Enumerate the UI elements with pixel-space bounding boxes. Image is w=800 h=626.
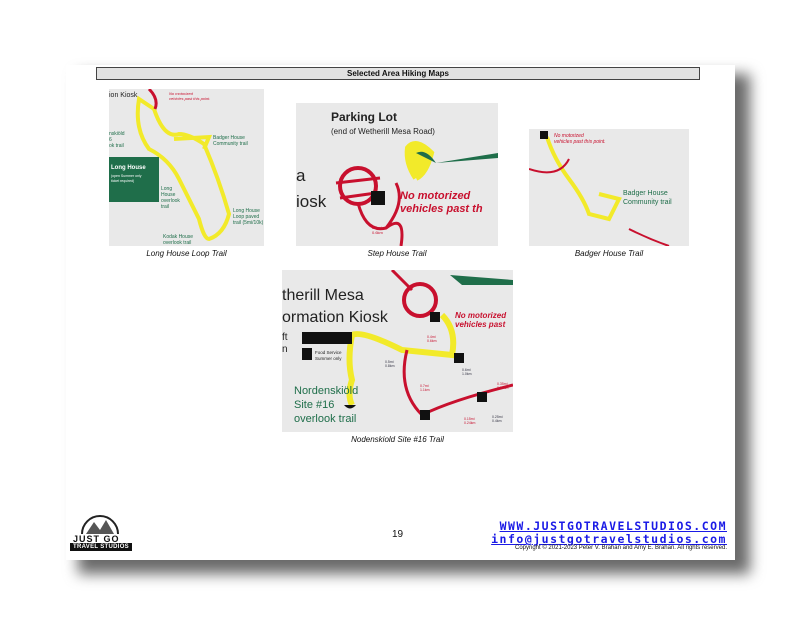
map-label: overlook trail: [294, 413, 356, 425]
map-label: Nordenskiöld: [294, 385, 358, 397]
map-caption: Badger House Trail: [574, 249, 644, 258]
map-label: Badger House: [623, 190, 668, 197]
map-long-house-loop: ion Kiosk No motorized vehicles past thi…: [109, 89, 264, 246]
map-label: n: [282, 344, 288, 355]
map-label: House: [161, 192, 176, 198]
map-label: trail (5mi/10k): [233, 220, 264, 226]
map-label: therill Mesa: [282, 287, 364, 304]
map-label: Food Service: [315, 350, 342, 355]
map-caption: Nodenskiold Site #16 Trail: [351, 435, 444, 444]
map-label: 0.6km: [427, 339, 437, 343]
map-label: No motorized: [400, 190, 471, 202]
map-label: overlook: [161, 198, 180, 204]
map-badger-house: No motorized vehicles past this point. B…: [529, 129, 689, 246]
logo-text: JUST GO: [73, 534, 120, 543]
map-label: 0.24km: [464, 421, 476, 425]
map-label: Kodak House: [163, 234, 193, 240]
map-label: Long House: [233, 208, 260, 214]
website-link[interactable]: WWW.JUSTGOTRAVELSTUDIOS.COM: [499, 519, 727, 533]
map-label: trail: [161, 204, 169, 210]
email-link[interactable]: info@justgotravelstudios.com: [491, 532, 727, 546]
just-go-logo: JUST GO TRAVEL STUDIOS: [68, 512, 134, 554]
map-label: (open Summer only: [111, 174, 142, 178]
map-label: 0.4mi: [372, 225, 382, 230]
map-label: overlook trail: [163, 240, 191, 246]
map-label: Summer only: [315, 356, 342, 361]
map-label: ok trail: [109, 143, 124, 149]
map-label: Site #16: [294, 399, 334, 411]
map-label: Parking Lot: [331, 110, 397, 124]
map-nordenskiold-site-16: therill Mesa ormation Kiosk No motorized…: [282, 270, 513, 432]
document-page: Selected Area Hiking Maps ion Kiosk No m…: [66, 65, 735, 560]
map-label: nskiöld: [109, 131, 125, 137]
map-label: 0.5mi: [385, 360, 394, 364]
map-caption: Step House Trail: [367, 249, 427, 258]
map-label: Long: [161, 186, 172, 192]
map-label: 0.4mi: [427, 335, 436, 339]
map-label: (end of Wetherill Mesa Road): [331, 127, 435, 136]
map-label: Community trail: [213, 141, 248, 147]
map-label: 6: [109, 137, 112, 143]
copyright-notice: Copyright © 2021-2023 Peter V. Brahan an…: [515, 545, 727, 551]
map-label: ft: [282, 332, 288, 343]
map-label: ticket required): [111, 179, 134, 183]
map-label: 0.15mi: [464, 417, 475, 421]
map-label: 0.8km: [385, 364, 395, 368]
map-label: a: [296, 166, 306, 185]
map-label: vehicles past this point.: [169, 96, 210, 101]
map-label: 0.6mi: [462, 368, 471, 372]
map-label: 0.4km: [492, 419, 502, 423]
map-label: vehicles past: [455, 320, 506, 329]
map-label: 0.25mi: [492, 415, 503, 419]
map-label: No motorized: [554, 133, 584, 139]
section-header: Selected Area Hiking Maps: [96, 67, 700, 80]
map-label: 1.0km: [462, 372, 472, 376]
map-label: 0.56km: [497, 386, 509, 390]
map-label: 0.7mi: [420, 384, 429, 388]
map-label: 1.1km: [420, 388, 430, 392]
map-step-house: Parking Lot (end of Wetherill Mesa Road)…: [296, 103, 498, 246]
map-label: Loop paved: [233, 214, 259, 220]
map-label: ion Kiosk: [109, 92, 138, 99]
map-label: No motorized: [455, 311, 507, 320]
map-label: vehicles past this point.: [554, 139, 606, 145]
map-label: ormation Kiosk: [282, 309, 389, 326]
map-label: 0.6km: [372, 230, 384, 235]
map-label: Badger House: [213, 135, 245, 141]
map-label: 0.35mi: [497, 382, 508, 386]
map-label: No motorized: [169, 91, 194, 96]
map-caption: Long House Loop Trail: [146, 249, 227, 258]
page-number: 19: [392, 529, 404, 540]
map-label: Community trail: [623, 199, 672, 206]
map-label: vehicles past th: [400, 203, 483, 215]
map-label: Long House: [111, 165, 146, 171]
logo-subtext: TRAVEL STUDIOS: [70, 543, 132, 551]
map-label: iosk: [296, 192, 327, 211]
